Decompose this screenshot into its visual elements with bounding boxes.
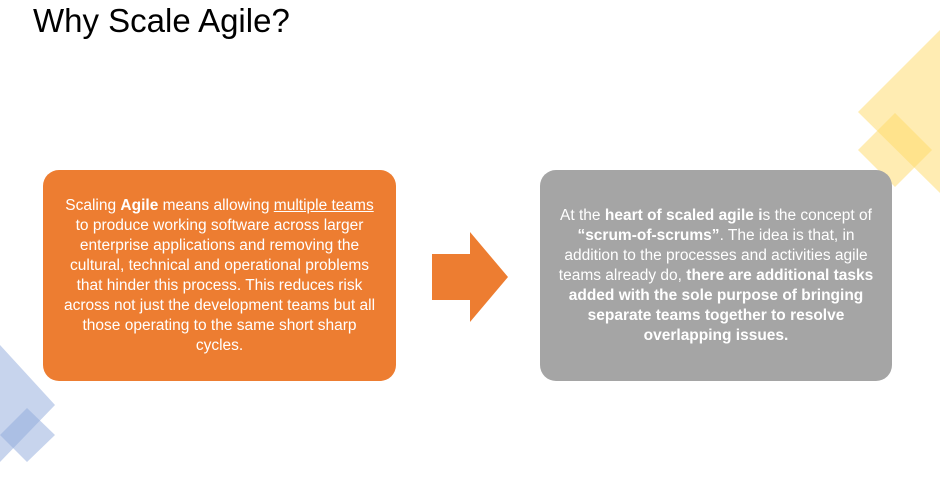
blue-diamond-small — [0, 408, 55, 462]
scaling-agile-text: Scaling Agile means allowing multiple te… — [61, 196, 378, 356]
right-arrow-icon — [432, 232, 508, 322]
text-segment: to produce working software across large… — [63, 216, 376, 354]
text-segment: heart of scaled agile i — [604, 206, 763, 224]
text-segment: “scrum-of-scrums” — [577, 226, 720, 244]
text-segment: . The idea is that, in addition to the p… — [558, 226, 868, 284]
scrum-of-scrums-text: At the heart of scaled agile is the conc… — [558, 206, 874, 346]
slide-title: Why Scale Agile? — [33, 2, 290, 39]
scrum-of-scrums-box: At the heart of scaled agile is the conc… — [540, 170, 892, 381]
text-segment: there are additional tasks added with th… — [568, 266, 874, 344]
scaling-agile-box: Scaling Agile means allowing multiple te… — [43, 170, 396, 381]
text-segment: At the — [560, 206, 605, 224]
text-segment: means allowing — [158, 196, 274, 214]
text-segment: s the concept of — [762, 206, 872, 224]
text-segment: multiple teams — [273, 196, 374, 214]
yellow-diamond-small — [858, 113, 932, 187]
text-segment: Agile — [120, 196, 159, 214]
text-segment: Scaling — [65, 196, 121, 214]
